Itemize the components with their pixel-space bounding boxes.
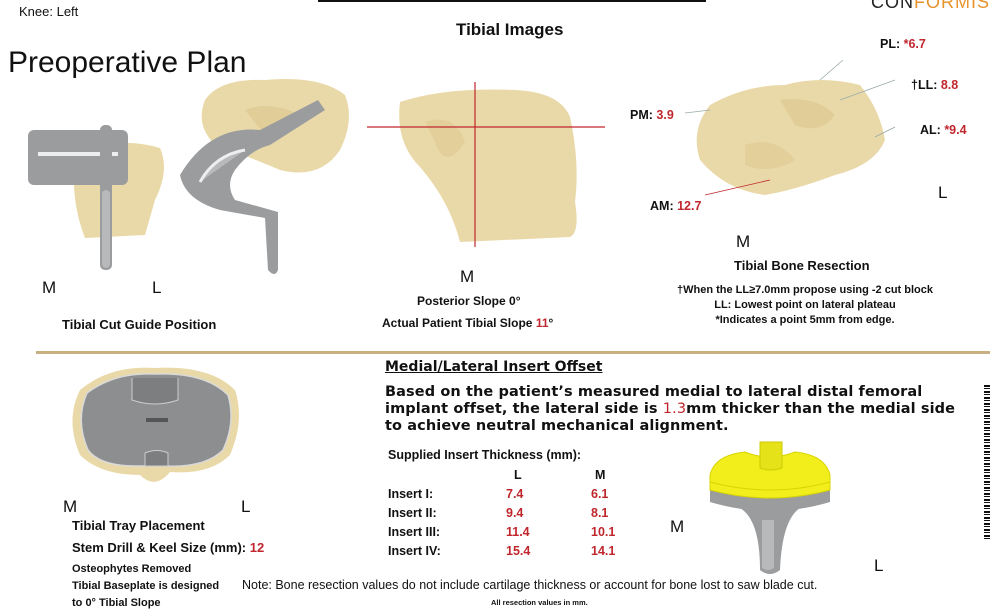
cut-guide-label-m: M bbox=[42, 278, 57, 297]
baseplate-line2: to 0° Tibial Slope bbox=[72, 597, 161, 609]
actual-slope: Actual Patient Tibial Slope 11° bbox=[382, 316, 554, 330]
table-row: Insert III: 11.4 10.1 bbox=[388, 524, 616, 539]
footer-note: Note: Bone resection values do not inclu… bbox=[242, 578, 818, 592]
resection-caption: Tibial Bone Resection bbox=[734, 258, 870, 273]
note-cut-block: †When the LL≥7.0mm propose using -2 cut … bbox=[676, 284, 933, 296]
note-ll-definition: LL: Lowest point on lateral plateau bbox=[714, 299, 896, 311]
cut-guide-label-l: L bbox=[152, 278, 162, 297]
tray-label-l: L bbox=[241, 497, 251, 516]
cut-guide-image bbox=[28, 79, 349, 274]
stem-size: Stem Drill & Keel Size (mm): 12 bbox=[72, 540, 265, 555]
resection-point-ll: †LL: 8.8 bbox=[911, 78, 959, 92]
baseplate-line1: Tibial Baseplate is designed bbox=[72, 580, 220, 592]
resection-point-am: AM: 12.7 bbox=[650, 199, 702, 213]
tray-label-m: M bbox=[63, 497, 78, 516]
implant-label-m: M bbox=[670, 517, 685, 536]
page-title: Preoperative Plan bbox=[8, 46, 247, 79]
tibial-slope-image bbox=[367, 82, 605, 247]
insert-thickness-title: Supplied Insert Thickness (mm): bbox=[388, 448, 582, 462]
top-rule bbox=[318, 0, 706, 2]
resection-label-m: M bbox=[736, 232, 751, 251]
tray-caption: Tibial Tray Placement bbox=[72, 518, 205, 533]
section-divider bbox=[36, 351, 990, 354]
table-row: Insert II: 9.4 8.1 bbox=[388, 505, 609, 520]
resection-point-pl: PL: *6.7 bbox=[880, 37, 926, 51]
logo: CONFORMIS bbox=[871, 0, 990, 12]
posterior-slope: Posterior Slope 0° bbox=[417, 294, 521, 308]
tibial-tray-image bbox=[72, 367, 239, 482]
offset-heading: Medial/Lateral Insert Offset bbox=[385, 359, 603, 375]
barcode bbox=[984, 385, 990, 540]
resection-notes: †When the LL≥7.0mm propose using -2 cut … bbox=[660, 283, 950, 328]
table-row: Insert IV: 15.4 14.1 bbox=[388, 543, 616, 558]
bone-resection-image bbox=[685, 59, 895, 196]
implant-label-l: L bbox=[874, 556, 884, 575]
col-header-l: L bbox=[514, 467, 522, 482]
cut-guide-caption: Tibial Cut Guide Position bbox=[62, 317, 217, 332]
table-header-row: L M bbox=[388, 465, 615, 484]
table-row: Insert I: 7.4 6.1 bbox=[388, 486, 609, 501]
resection-label-l: L bbox=[938, 183, 948, 202]
insert-thickness-table: L M Insert I: 7.4 6.1 Insert II: 9.4 8.1… bbox=[388, 465, 615, 560]
knee-side: Knee: Left bbox=[19, 4, 79, 19]
footer-units: All resection values in mm. bbox=[491, 598, 588, 607]
note-edge-point: *Indicates a point 5mm from edge. bbox=[715, 314, 895, 326]
offset-text: Based on the patient’s measured medial t… bbox=[385, 384, 956, 434]
resection-point-pm: PM: 3.9 bbox=[630, 108, 674, 122]
osteophytes-removed: Osteophytes Removed bbox=[72, 563, 192, 575]
tibial-implant-image bbox=[709, 441, 831, 574]
section-title: Tibial Images bbox=[456, 20, 564, 39]
slope-label-m: M bbox=[460, 267, 475, 286]
resection-point-al: AL: *9.4 bbox=[920, 123, 967, 137]
col-header-m: M bbox=[595, 467, 606, 482]
